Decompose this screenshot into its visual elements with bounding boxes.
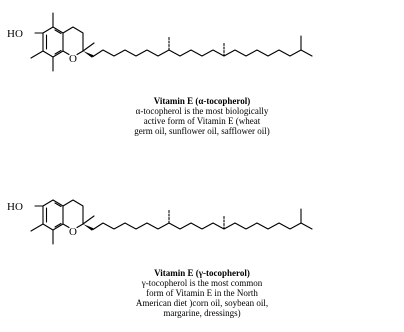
gamma-caption-line: margarine, dressings) [163, 308, 241, 318]
gamma-phytyl-chain [92, 222, 302, 231]
alpha-caption-line: germ oil, sunflower oil, safflower oil) [134, 126, 270, 136]
gamma-caption: Vitamin E (γ-tocopherol) γ-tocopherol is… [0, 268, 404, 318]
gamma-ring-oxygen-label: O [69, 226, 77, 238]
gamma-caption-line: γ-tocopherol is the most common [141, 278, 263, 288]
alpha-caption: Vitamin E (α-tocopherol) α-tocopherol is… [0, 96, 404, 136]
gamma-tocopherol-structure: HO O [7, 199, 313, 245]
alpha-ring-oxygen-bond-left [62, 50, 70, 56]
gamma-terminal-branch [300, 222, 313, 230]
alpha-tocopherol-structure: HO O [7, 12, 313, 72]
alpha-methyl-left [30, 50, 44, 59]
alpha-phytyl-chain [92, 49, 302, 58]
gamma-wedge-bond [83, 224, 94, 231]
gamma-aromatic-double-bond-2 [54, 222, 62, 228]
alpha-terminal-branch [300, 49, 313, 57]
alpha-c2-methyl [82, 42, 95, 52]
gamma-caption-title: Vitamin E (γ-tocopherol) [154, 268, 250, 278]
alpha-hydroxyl-label: HO [7, 28, 23, 40]
alpha-ring-oxygen-label: O [69, 53, 77, 65]
gamma-methyl-left [30, 223, 44, 232]
gamma-ring-oxygen-bond-right [76, 223, 84, 229]
alpha-ring-oxygen-bond-right [76, 50, 84, 56]
alpha-chroman-ring [62, 26, 84, 52]
gamma-aromatic-double-bond-3 [54, 202, 62, 208]
gamma-ring-oxygen-bond-left [62, 223, 70, 229]
alpha-caption-title: Vitamin E (α-tocopherol) [153, 96, 251, 106]
alpha-caption-line: active form of Vitamin E (wheat [143, 116, 261, 126]
alpha-wedge-bond [83, 51, 94, 58]
gamma-caption-line: form of Vitamin E in the North [146, 288, 258, 298]
alpha-aromatic-double-bond-3 [54, 29, 62, 35]
alpha-aromatic-double-bond-2 [54, 49, 62, 55]
gamma-caption-line: American diet )corn oil, soybean oil, [135, 298, 269, 308]
alpha-caption-line: α-tocopherol is the most biologically [135, 106, 269, 116]
gamma-c2-methyl [82, 215, 95, 225]
gamma-hydroxyl-label: HO [7, 201, 23, 213]
gamma-chroman-ring [62, 199, 84, 225]
